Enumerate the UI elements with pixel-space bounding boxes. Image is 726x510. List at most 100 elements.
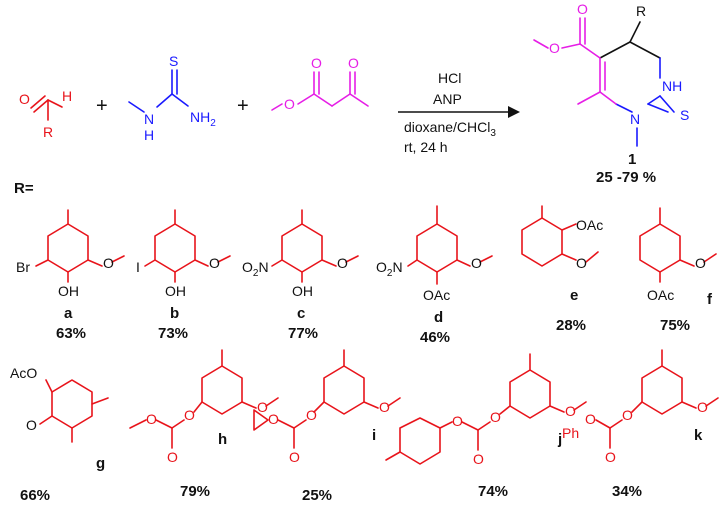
- sub-a-letter: a: [64, 305, 73, 322]
- svg-text:O: O: [337, 255, 348, 271]
- svg-text:O: O: [585, 411, 596, 427]
- sub-b-oh: OH: [165, 283, 186, 299]
- sub-e-oac: OAc: [576, 217, 603, 233]
- sub-a-br: Br: [16, 259, 30, 275]
- reagent-hcl: HCl: [438, 70, 461, 86]
- svg-text:O: O: [565, 403, 576, 419]
- condition-temp-time: rt, 24 h: [404, 139, 448, 155]
- sub-b-i: I: [136, 259, 140, 275]
- svg-text:O: O: [697, 399, 708, 415]
- sub-d-oac: OAc: [423, 287, 450, 303]
- svg-text:O: O: [103, 255, 114, 271]
- product-S-label: S: [680, 107, 689, 123]
- product-R-label: R: [636, 3, 646, 19]
- sub-k-ph: Ph: [562, 425, 579, 441]
- thiourea-NH2-label: NH2: [190, 109, 216, 129]
- svg-text:O: O: [209, 255, 220, 271]
- thiourea-structure: S N H NH2: [128, 53, 216, 143]
- ketoester-O1-label: O: [284, 96, 295, 112]
- sub-b-yield: 73%: [158, 325, 188, 342]
- svg-text:O: O: [184, 407, 195, 423]
- sub-e-letter: e: [570, 287, 578, 304]
- svg-text:O: O: [167, 449, 178, 465]
- sub-g-aco: AcO: [10, 365, 37, 381]
- aldehyde-structure: O H R: [19, 88, 72, 140]
- sub-b-letter: b: [170, 305, 179, 322]
- svg-text:O: O: [289, 449, 300, 465]
- sub-f-letter: f: [707, 291, 713, 308]
- svg-text:O: O: [257, 399, 268, 415]
- svg-text:O: O: [146, 411, 157, 427]
- sub-k-letter: k: [694, 427, 703, 444]
- aldehyde-O-label: O: [19, 91, 30, 107]
- plus-sign-2: +: [237, 95, 249, 117]
- svg-text:O: O: [26, 417, 37, 433]
- sub-d-no2: O2N: [376, 259, 403, 279]
- product-NH-label: NH: [662, 78, 682, 94]
- substituent-j: O O O O j 74%: [385, 353, 587, 500]
- substituent-f: O OAc f 75%: [639, 207, 717, 334]
- aldehyde-R-label: R: [43, 124, 53, 140]
- reagent-anp: ANP: [433, 91, 462, 107]
- substituent-k: O O O O Ph k 34%: [562, 349, 719, 500]
- sub-c-yield: 77%: [288, 325, 318, 342]
- substituent-d: O2N OAc O d 46%: [376, 205, 493, 346]
- sub-f-yield: 75%: [660, 317, 690, 334]
- ketoester-O3-label: O: [348, 55, 359, 71]
- sub-h-yield: 79%: [180, 483, 210, 500]
- plus-sign-1: +: [96, 95, 108, 117]
- sub-c-no2: O2N: [242, 259, 269, 279]
- sub-c-letter: c: [297, 305, 305, 322]
- product-O1-label: O: [577, 1, 588, 17]
- r-group-header: R=: [14, 180, 34, 197]
- product-number: 1: [628, 151, 636, 168]
- sub-e-yield: 28%: [556, 317, 586, 334]
- svg-text:O: O: [605, 449, 616, 465]
- svg-text:O: O: [490, 409, 501, 425]
- sub-d-yield: 46%: [420, 329, 450, 346]
- thiourea-H-label: H: [144, 127, 154, 143]
- svg-text:O: O: [576, 255, 587, 271]
- svg-text:O: O: [452, 413, 463, 429]
- sub-d-letter: d: [434, 309, 443, 326]
- thiourea-S-label: S: [169, 53, 178, 69]
- substituent-a: Br OH O a 63%: [16, 209, 125, 342]
- svg-text:O: O: [379, 399, 390, 415]
- svg-text:O: O: [473, 451, 484, 467]
- sub-j-yield: 74%: [478, 483, 508, 500]
- ketoester-structure: O O O: [271, 55, 369, 112]
- aldehyde-H-label: H: [62, 88, 72, 104]
- svg-text:O: O: [695, 255, 706, 271]
- sub-h-letter: h: [218, 431, 227, 448]
- ketoester-O2-label: O: [311, 55, 322, 71]
- sub-a-oh: OH: [58, 283, 79, 299]
- sub-i-yield: 25%: [302, 487, 332, 504]
- substituent-e: OAc O e 28%: [521, 205, 603, 334]
- product-N-label: N: [630, 111, 640, 127]
- condition-solvent: dioxane/CHCl3: [404, 119, 496, 139]
- thiourea-N-label: N: [144, 111, 154, 127]
- product-structure: R NH S N O O: [533, 1, 689, 147]
- substituent-c: O2N OH O c 77%: [242, 209, 359, 342]
- sub-g-letter: g: [96, 455, 105, 472]
- svg-text:O: O: [622, 407, 633, 423]
- product-yield: 25 -79 %: [596, 169, 656, 186]
- sub-g-yield: 66%: [20, 487, 50, 504]
- substituent-i: O O O O i 25%: [253, 349, 401, 504]
- sub-j-letter: j: [557, 431, 562, 448]
- sub-i-letter: i: [372, 427, 376, 444]
- sub-f-oac: OAc: [647, 287, 674, 303]
- substituent-h: O O O O h 79%: [129, 349, 279, 500]
- product-O2-label: O: [549, 40, 560, 56]
- substituent-g: AcO O g 66%: [10, 365, 109, 504]
- svg-text:O: O: [268, 411, 279, 427]
- substituent-b: I OH O b 73%: [136, 209, 231, 342]
- svg-text:O: O: [306, 407, 317, 423]
- sub-c-oh: OH: [292, 283, 313, 299]
- sub-k-yield: 34%: [612, 483, 642, 500]
- reaction-arrow: [398, 106, 520, 118]
- svg-text:O: O: [471, 255, 482, 271]
- sub-a-yield: 63%: [56, 325, 86, 342]
